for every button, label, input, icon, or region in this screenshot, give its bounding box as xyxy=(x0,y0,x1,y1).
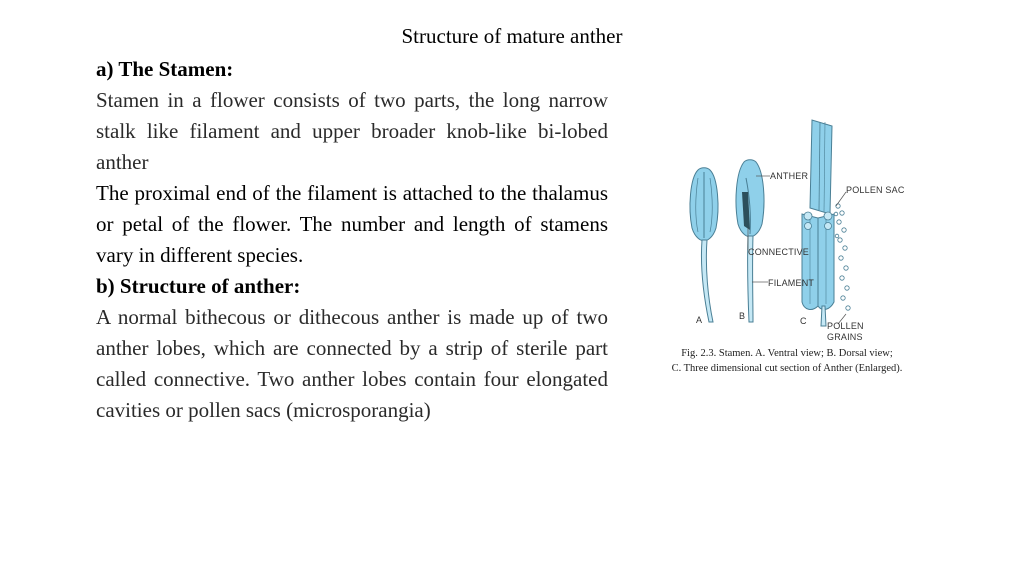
label-connective: CONNECTIVE xyxy=(748,247,810,257)
label-anther: ANTHER xyxy=(770,171,809,181)
stamen-c-drawing xyxy=(801,119,851,327)
text-content: a) The Stamen: Stamen in a flower consis… xyxy=(96,54,608,426)
pollen-grains-drawing xyxy=(833,203,851,311)
slide-title: Structure of mature anther xyxy=(401,24,623,48)
label-a: A xyxy=(696,315,703,325)
caption-line-2: C. Three dimensional cut section of Anth… xyxy=(671,363,903,374)
stamen-figure: ANTHER POLLEN SAC CONNECTIVE FILAMENT PO… xyxy=(662,118,912,383)
label-b: B xyxy=(739,311,746,321)
leader-lines xyxy=(747,175,847,325)
figure-caption: Fig. 2.3. Stamen. A. Ventral view; B. Do… xyxy=(662,346,912,376)
stamen-illustration xyxy=(689,119,851,327)
caption-line-1: Fig. 2.3. Stamen. A. Ventral view; B. Do… xyxy=(681,348,893,359)
section-b-heading: b) Structure of anther: xyxy=(96,274,301,298)
label-filament: FILAMENT xyxy=(768,278,815,288)
section-b-paragraph-1: A normal bithecous or dithecous anther i… xyxy=(96,305,608,422)
stamen-a-drawing xyxy=(689,167,719,323)
label-pollen-sac: POLLEN SAC xyxy=(846,185,905,195)
label-pollen: POLLEN xyxy=(827,321,864,331)
label-grains: GRAINS xyxy=(827,332,863,342)
section-a-paragraph-2: The proximal end of the filament is atta… xyxy=(96,181,608,267)
section-a-paragraph-1: Stamen in a flower consists of two parts… xyxy=(96,88,608,174)
label-c: C xyxy=(800,316,807,326)
stamen-b-drawing xyxy=(735,159,765,323)
section-a-heading: a) The Stamen: xyxy=(96,57,234,81)
